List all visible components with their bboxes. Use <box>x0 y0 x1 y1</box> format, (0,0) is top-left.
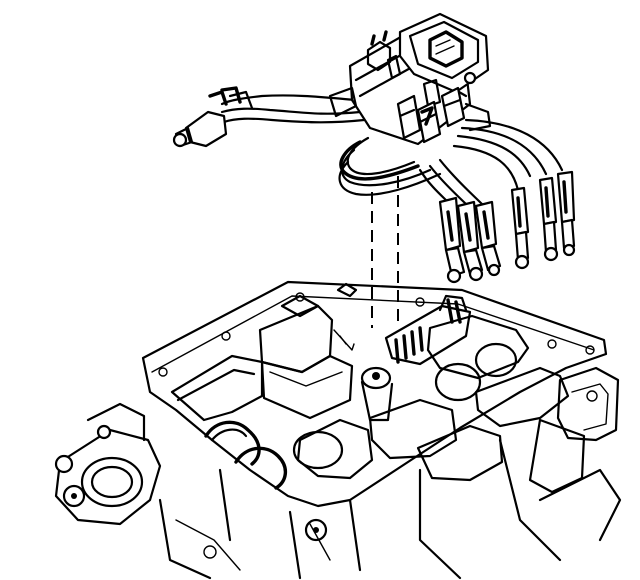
coil-mounting-bracket <box>384 294 472 366</box>
spark-plug-boot-connectors <box>438 170 576 284</box>
ignition-coil-pack <box>328 12 492 146</box>
intake-manifold <box>54 280 622 580</box>
dashed-alignment-guides <box>371 176 399 328</box>
spark-plug-wire-harness <box>172 86 564 208</box>
